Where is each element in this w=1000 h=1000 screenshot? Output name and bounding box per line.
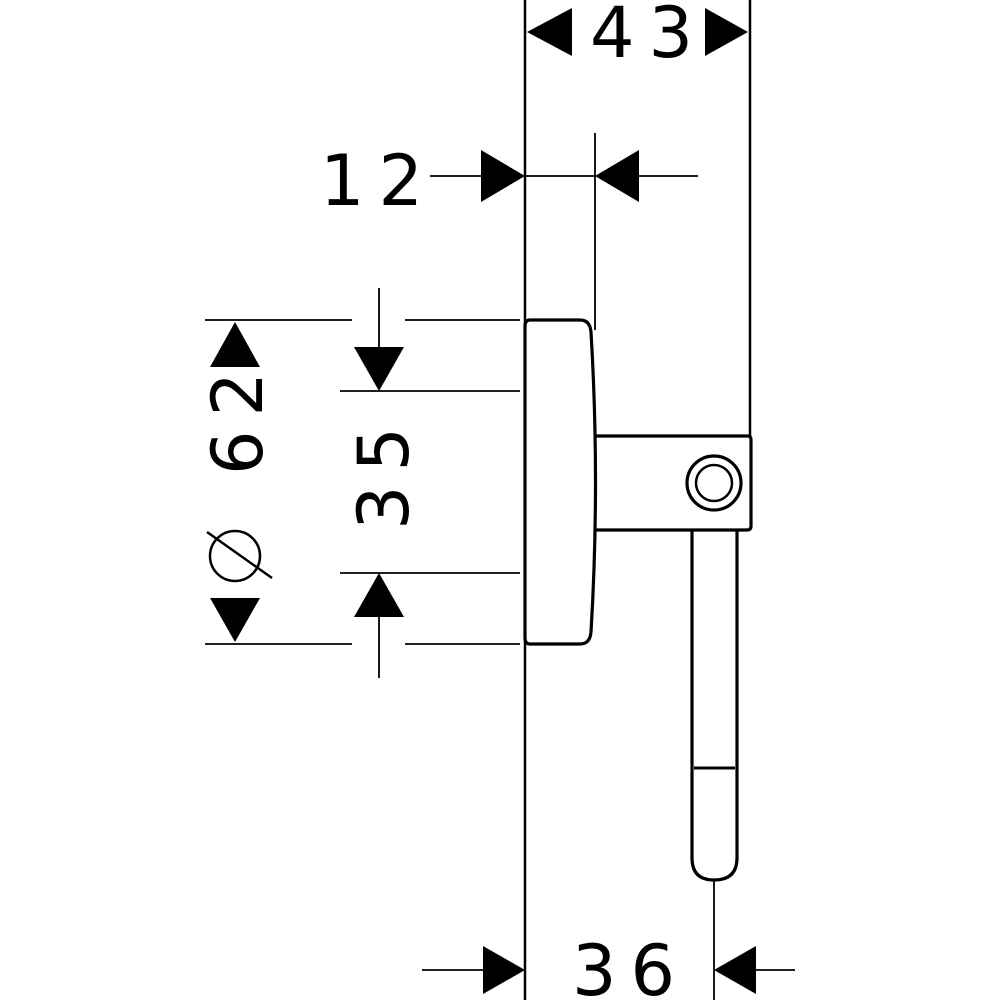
dimension-overall-depth: 43: [527, 0, 748, 74]
arrow-down: [210, 598, 260, 642]
arrow-right: [705, 8, 748, 56]
arrow-left: [483, 946, 525, 994]
pin-icon: [685, 454, 743, 512]
hook-part: [523, 318, 753, 882]
arrow-up: [210, 322, 260, 367]
hook-rod: [690, 524, 739, 882]
diameter-symbol-icon: [206, 529, 273, 583]
arrow-down: [354, 347, 404, 391]
dimension-label-12: 12: [320, 140, 437, 222]
arrow-left: [481, 150, 525, 202]
dimension-plate-depth: 12: [320, 140, 698, 222]
arrow-right: [714, 946, 756, 994]
dimension-label-43: 43: [590, 0, 707, 74]
dimension-label-62: 62: [197, 358, 279, 475]
arrow-up: [354, 573, 404, 617]
arrow-right: [595, 150, 639, 202]
dimension-label-35: 35: [343, 413, 425, 530]
dimension-diameter: 62: [197, 322, 279, 642]
arrow-left: [527, 8, 572, 56]
wall-plate: [523, 318, 598, 646]
dimension-inner-height: 35: [343, 288, 425, 678]
dimension-label-36: 36: [572, 930, 689, 1000]
dimension-hook-depth: 36: [422, 930, 795, 1000]
